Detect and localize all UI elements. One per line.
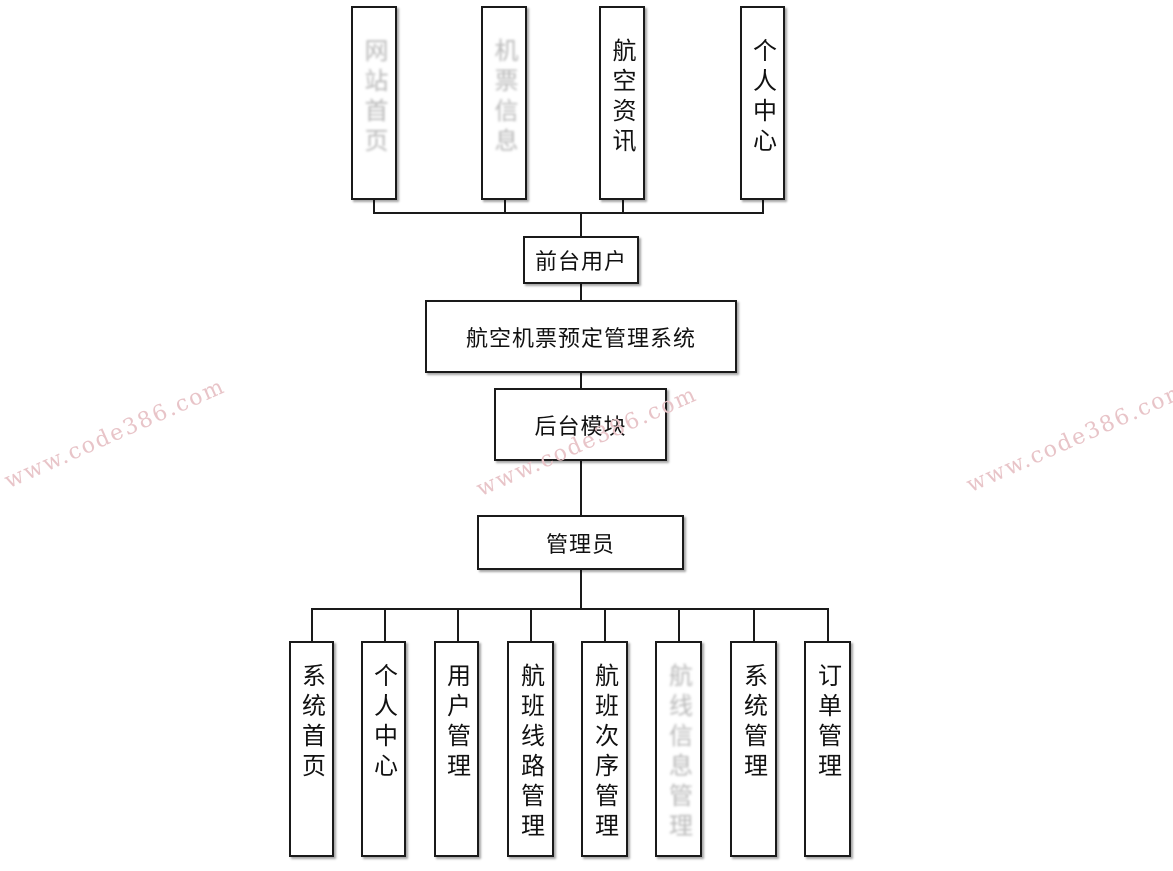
admin-module-label: 订单管理 [813, 663, 842, 783]
admin-role-box[interactable]: 管理员 [477, 515, 684, 570]
front-module-label: 个人中心 [748, 38, 777, 158]
connector [457, 608, 459, 642]
front-module-label: 航空资讯 [608, 38, 636, 158]
admin-module-label: 系统管理 [739, 663, 768, 783]
front-user-role-label: 前台用户 [534, 250, 627, 275]
connector [311, 608, 313, 642]
connector [580, 460, 582, 517]
connector [580, 213, 582, 237]
admin-module-orders[interactable]: 订单管理 [804, 641, 851, 857]
connector [384, 608, 386, 642]
connector [753, 608, 755, 642]
connector [504, 199, 506, 214]
front-module-label: 机票信息 [490, 38, 518, 158]
connector [373, 199, 375, 214]
watermark-right: www.code386.com [962, 377, 1173, 498]
admin-module-airline-info[interactable]: 航线信息管理 [655, 641, 702, 857]
admin-module-label: 航线信息管理 [664, 663, 693, 843]
connector [622, 199, 624, 214]
connector [604, 608, 606, 642]
admin-module-profile[interactable]: 个人中心 [361, 641, 406, 857]
admin-role-label: 管理员 [545, 532, 615, 558]
connector [580, 372, 582, 390]
backend-module-box[interactable]: 后台模块 [494, 388, 667, 461]
watermark-left: www.code386.com [0, 373, 230, 494]
system-title-box[interactable]: 航空机票预定管理系统 [425, 300, 737, 373]
connector [678, 608, 680, 642]
admin-module-label: 系统首页 [297, 663, 326, 783]
admin-module-flight-schedule[interactable]: 航班次序管理 [581, 641, 628, 857]
connector [580, 569, 582, 609]
system-title: 航空机票预定管理系统 [465, 326, 696, 352]
connector [530, 608, 532, 642]
admin-module-flight-routes[interactable]: 航班线路管理 [507, 641, 554, 857]
connector [311, 608, 829, 610]
admin-module-users[interactable]: 用户管理 [434, 641, 479, 857]
admin-module-label: 航班线路管理 [516, 663, 545, 843]
connector [580, 283, 582, 302]
front-user-role[interactable]: 前台用户 [523, 236, 639, 284]
front-module-profile[interactable]: 个人中心 [740, 6, 785, 200]
admin-module-label: 航班次序管理 [590, 663, 619, 843]
front-module-tickets[interactable]: 机票信息 [481, 6, 527, 200]
backend-module-label: 后台模块 [534, 414, 627, 440]
front-module-news[interactable]: 航空资讯 [599, 6, 645, 200]
connector [827, 608, 829, 642]
admin-module-dashboard[interactable]: 系统首页 [289, 641, 334, 857]
admin-module-label: 用户管理 [442, 663, 471, 783]
front-module-home[interactable]: 网站首页 [351, 6, 397, 200]
admin-module-label: 个人中心 [369, 663, 398, 783]
connector [374, 212, 763, 214]
front-module-label: 网站首页 [360, 38, 388, 158]
connector [762, 199, 764, 214]
admin-module-system[interactable]: 系统管理 [730, 641, 777, 857]
